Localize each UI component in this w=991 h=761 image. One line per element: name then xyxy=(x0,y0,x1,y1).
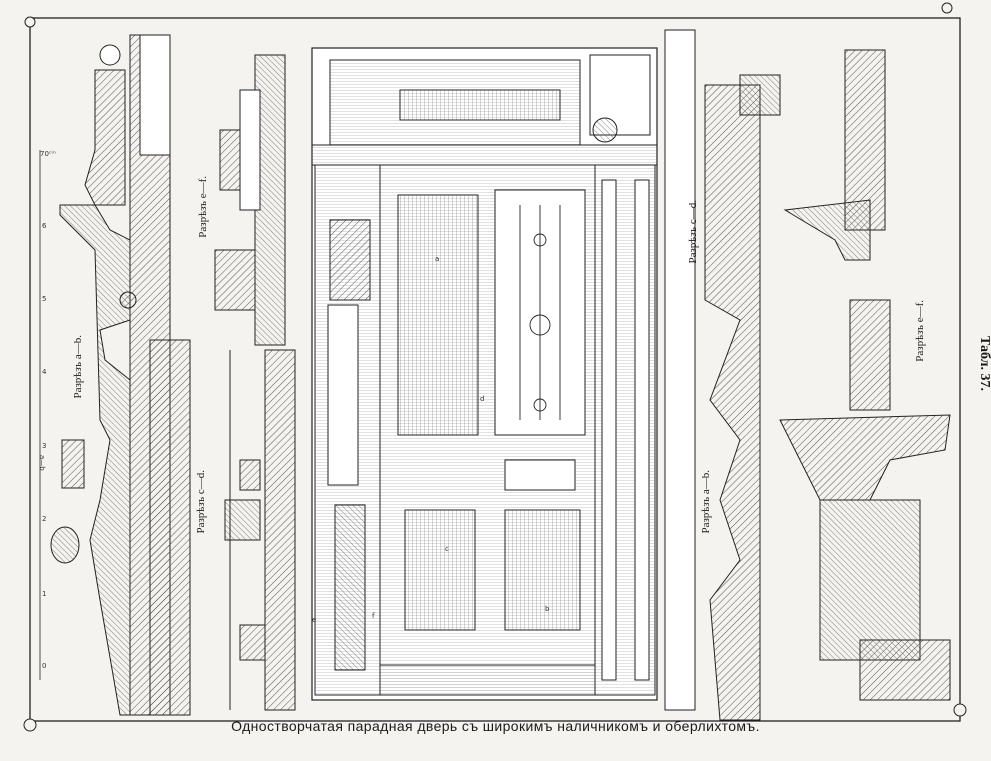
label-right-cd: Разрѣзъ c—d. xyxy=(687,200,699,264)
door-mark-d: d xyxy=(480,395,485,403)
scale-mark-0: 0 xyxy=(42,662,47,670)
door-mark-b: b xyxy=(545,605,550,613)
profile-left-cd xyxy=(224,349,296,711)
profile-right-ef xyxy=(779,49,951,701)
scale-mark-3: 3 xyxy=(42,442,47,450)
inset-label-ab: a—b xyxy=(38,455,46,471)
label-right-ef: Разрѣзъ e—f. xyxy=(914,300,926,362)
door-mark-e: e xyxy=(312,616,317,624)
label-right-ab: Разрѣзъ a—b. xyxy=(700,470,712,534)
profile-right-cd xyxy=(664,29,781,721)
plate-caption: Одностворчатая парадная дверь съ широким… xyxy=(231,718,760,734)
label-left-cd: Разрѣзъ c—d. xyxy=(195,470,207,534)
scale-mark-6: 6 xyxy=(42,222,47,230)
profile-left-ab xyxy=(39,34,191,716)
profile-left-ef xyxy=(214,54,286,346)
scale-mark-2: 2 xyxy=(42,515,47,523)
scale-mark-5: 5 xyxy=(42,295,47,303)
scale-mark-70: 70ᶜᵐ xyxy=(40,150,56,158)
label-left-ab: Разрѣзъ a—b. xyxy=(72,335,84,399)
scale-mark-4: 4 xyxy=(42,368,47,376)
sheet-frame xyxy=(23,2,967,732)
door-mark-f: f xyxy=(372,612,375,620)
door-elevation xyxy=(311,47,658,701)
plate-number: Табл. 37. xyxy=(977,336,991,391)
door-mark-c: c xyxy=(445,545,449,553)
door-mark-a: a xyxy=(435,255,440,263)
scale-mark-1: 1 xyxy=(42,590,47,598)
label-left-ef: Разрѣзъ e—f. xyxy=(197,176,209,238)
